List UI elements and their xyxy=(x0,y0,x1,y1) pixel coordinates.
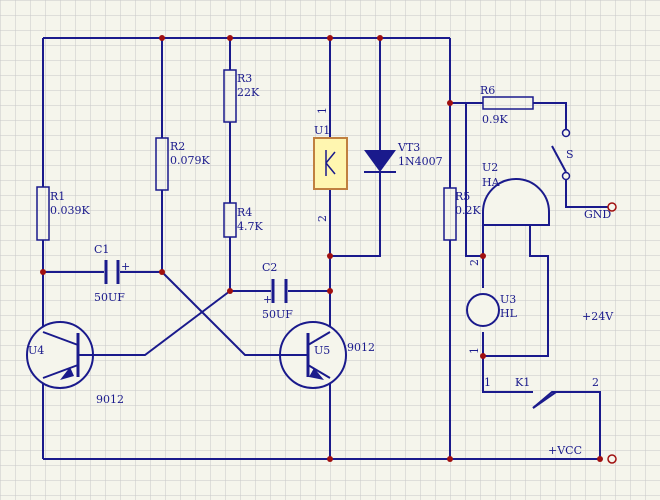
junction-dot xyxy=(159,269,165,275)
c2-name: C2 xyxy=(262,261,277,274)
junction-dot xyxy=(327,288,333,294)
r3-name: R3 xyxy=(237,72,252,85)
junction-dot xyxy=(480,353,486,359)
junction-dot xyxy=(480,253,486,259)
u1-name: U1 xyxy=(314,124,330,137)
u1-pin2: 2 xyxy=(316,215,329,222)
junction-dot xyxy=(327,35,333,41)
r1-name: R1 xyxy=(50,190,65,203)
r3-value: 22K xyxy=(237,86,260,99)
switch-s-name: S xyxy=(566,148,574,161)
junction-dot xyxy=(447,100,453,106)
c1-name: C1 xyxy=(94,243,109,256)
k1-pin1: 1 xyxy=(484,376,491,389)
c1-polarity: + xyxy=(121,260,130,273)
transistor-u5 xyxy=(245,321,347,389)
vcc-label: +VCC xyxy=(548,444,582,457)
r4-value: 4.7K xyxy=(237,220,263,233)
relay-contact-k1 xyxy=(532,391,557,409)
junction-dot xyxy=(227,35,233,41)
junction-dot xyxy=(327,253,333,259)
r6-value: 0.9K xyxy=(482,113,508,126)
u5-name: U5 xyxy=(314,344,330,357)
switch-s xyxy=(551,128,571,181)
r2-value: 0.079K xyxy=(170,154,210,167)
r4-name: R4 xyxy=(237,206,252,219)
c1-value: 50UF xyxy=(94,291,125,304)
resistor-r6 xyxy=(482,96,534,110)
vt3-value: 1N4007 xyxy=(398,155,443,168)
junction-dot xyxy=(40,269,46,275)
u1-pin1: 1 xyxy=(316,107,329,114)
lamp-u3 xyxy=(466,293,500,327)
capacitor-c1 xyxy=(104,260,120,284)
resistor-r2 xyxy=(155,137,169,191)
u3-value: HL xyxy=(500,307,518,320)
transistor-u4 xyxy=(26,321,94,389)
u2-value: HA xyxy=(482,176,501,189)
junction-dot xyxy=(159,35,165,41)
junction-dot xyxy=(327,456,333,462)
c2-polarity: + xyxy=(263,293,272,306)
vt3-name: VT3 xyxy=(397,141,420,154)
relay-u1 xyxy=(313,137,348,190)
r1-value: 0.039K xyxy=(50,204,90,217)
junction-dot xyxy=(447,456,453,462)
junction-dots xyxy=(40,35,603,462)
u3-name: U3 xyxy=(500,293,516,306)
gnd-label: GND xyxy=(584,208,611,221)
resistor-r5 xyxy=(443,187,457,241)
resistor-r1 xyxy=(36,186,50,241)
u2-pin2: 2 xyxy=(468,259,481,266)
r5-name: R5 xyxy=(455,190,470,203)
diode-vt3 xyxy=(364,150,396,173)
vcc-terminal xyxy=(607,454,617,464)
junction-dot xyxy=(377,35,383,41)
resistor-r3 xyxy=(223,69,237,123)
u4-name: U4 xyxy=(28,344,44,357)
c2-value: 50UF xyxy=(262,308,293,321)
r6-name: R6 xyxy=(480,84,495,97)
r2-name: R2 xyxy=(170,140,185,153)
r5-value: 0.2K xyxy=(455,204,481,217)
u4-value: 9012 xyxy=(96,393,124,406)
buzzer-u2 xyxy=(482,178,550,226)
u5-value: 9012 xyxy=(347,341,375,354)
resistor-r4 xyxy=(223,202,237,238)
u2-name: U2 xyxy=(482,161,498,174)
gnd-terminal xyxy=(607,202,617,212)
k1-pin2: 2 xyxy=(592,376,599,389)
capacitor-c2 xyxy=(271,279,288,303)
u3-pin1: 1 xyxy=(468,347,481,354)
k1-name: K1 xyxy=(515,376,530,389)
junction-dot xyxy=(227,288,233,294)
junction-dot xyxy=(597,456,603,462)
supply-label: +24V xyxy=(582,310,614,323)
